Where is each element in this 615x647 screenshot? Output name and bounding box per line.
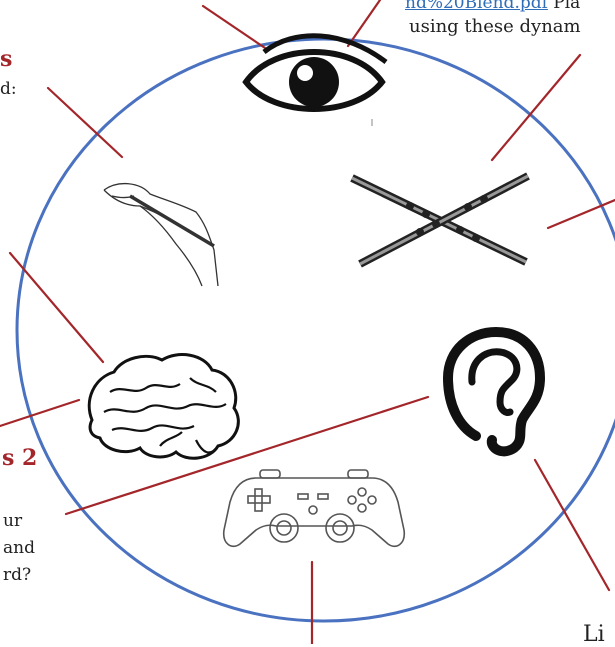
connector-brain-left [0,400,79,426]
connector-eye-left [203,6,268,50]
circle-outline [17,39,615,621]
connector-ear-right [535,460,609,590]
brain-icon [89,355,238,459]
crossed-flutes-icon [352,176,528,264]
hand-writing-icon [104,184,218,286]
ear-icon [448,332,540,451]
connector-flutes [492,55,580,160]
connector-brain-top [10,253,103,362]
eye-icon [246,36,386,109]
game-controller-icon [224,470,405,546]
connector-eye-right [348,0,380,46]
